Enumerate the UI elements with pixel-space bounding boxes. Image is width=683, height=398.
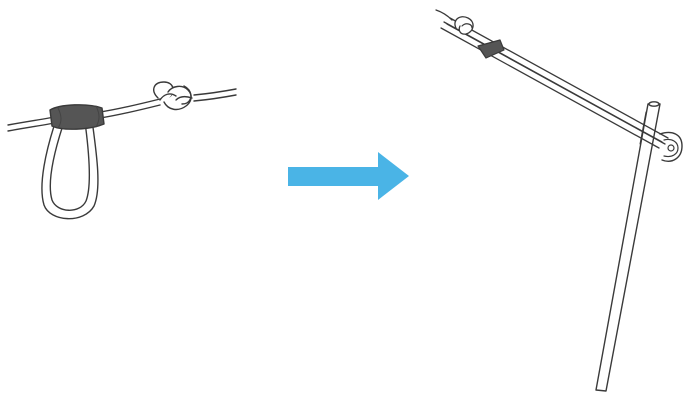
pole-hook-icon [659, 131, 683, 162]
figure-eight-knot-icon [153, 81, 193, 111]
tent-pole-icon [595, 101, 661, 392]
left-panel [7, 81, 237, 220]
rope-middle-segment [99, 98, 161, 119]
guy-lines [440, 17, 669, 149]
guy-line-sleeve [477, 39, 505, 59]
rope-loop [41, 119, 99, 220]
right-arrow-icon [288, 152, 409, 200]
loop-sleeve [49, 104, 105, 130]
right-panel [435, 9, 683, 392]
knot-icon [435, 9, 474, 35]
rope-right-tail [193, 88, 237, 102]
